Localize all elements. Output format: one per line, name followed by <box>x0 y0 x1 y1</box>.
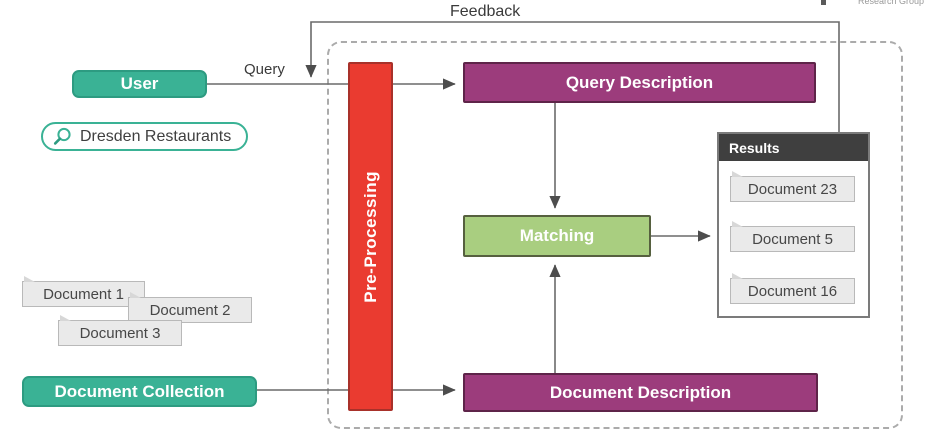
results-title: Results <box>729 139 780 156</box>
document-description-label: Document Description <box>549 382 732 402</box>
connector-feedback-loop <box>305 21 840 132</box>
result-document-1: Document 23 <box>730 176 855 202</box>
feedback-label: Feedback <box>450 3 521 20</box>
pre-processing-node: Pre-Processing <box>348 62 393 411</box>
source-document-1-label: Document 1 <box>43 285 124 303</box>
result-document-1-label: Document 23 <box>747 180 838 198</box>
source-document-2: Document 2 <box>128 297 252 323</box>
logo-text: Research Group <box>857 0 924 6</box>
matching-node: Matching <box>463 215 651 257</box>
source-document-2-label: Document 2 <box>149 301 231 319</box>
logo-mark <box>821 0 826 5</box>
document-collection-node: Document Collection <box>22 376 257 407</box>
results-panel: Results Document 23 Document 5 Document … <box>717 132 870 318</box>
user-node-label: User <box>120 74 159 93</box>
result-document-3: Document 16 <box>730 278 855 304</box>
matching-label: Matching <box>519 226 595 245</box>
source-document-3: Document 3 <box>58 320 182 346</box>
user-node: User <box>72 70 207 98</box>
pre-processing-label: Pre-Processing <box>360 170 380 303</box>
system-boundary <box>327 41 903 429</box>
example-query-pill: Dresden Restaurants <box>41 122 248 151</box>
source-document-3-label: Document 3 <box>79 324 161 342</box>
document-collection-label: Document Collection <box>54 381 225 401</box>
source-document-1: Document 1 <box>22 281 145 307</box>
result-document-2-label: Document 5 <box>752 230 833 248</box>
result-document-2: Document 5 <box>730 226 855 252</box>
query-label: Query <box>244 61 285 78</box>
query-description-label: Query Description <box>565 72 714 92</box>
results-header: Results <box>719 134 868 161</box>
document-description-node: Document Description <box>463 373 818 412</box>
result-document-3-label: Document 16 <box>747 282 838 300</box>
example-query-text: Dresden Restaurants <box>80 127 232 145</box>
magnifier-icon <box>53 127 71 145</box>
query-description-node: Query Description <box>463 62 816 103</box>
